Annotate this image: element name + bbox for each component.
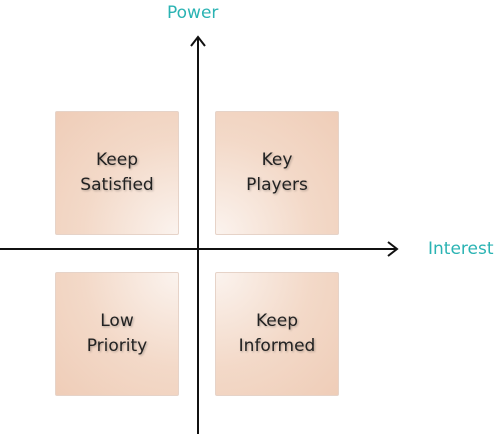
quadrant-label-line2: Priority [86, 336, 148, 356]
quadrant-keep-informed: Keep Informed [215, 272, 339, 396]
quadrant-label-line2: Players [246, 175, 308, 195]
y-axis-label: Power [167, 3, 219, 23]
quadrant-low-priority: Low Priority [55, 272, 179, 396]
x-axis-arrow [387, 241, 399, 257]
quadrant-key-players: Key Players [215, 111, 339, 235]
quadrant-label-line1: Low [100, 311, 134, 331]
quadrant-label-line2: Satisfied [80, 175, 154, 195]
quadrant-label-line1: Keep [255, 311, 298, 331]
x-axis-label: Interest [428, 239, 494, 259]
quadrant-label-line2: Informed [238, 336, 316, 356]
quadrant-label-line1: Keep [95, 150, 138, 170]
quadrant-label-line1: Key [261, 150, 293, 170]
quadrant-keep-satisfied: Keep Satisfied [55, 111, 179, 235]
y-axis-arrow [190, 35, 206, 47]
